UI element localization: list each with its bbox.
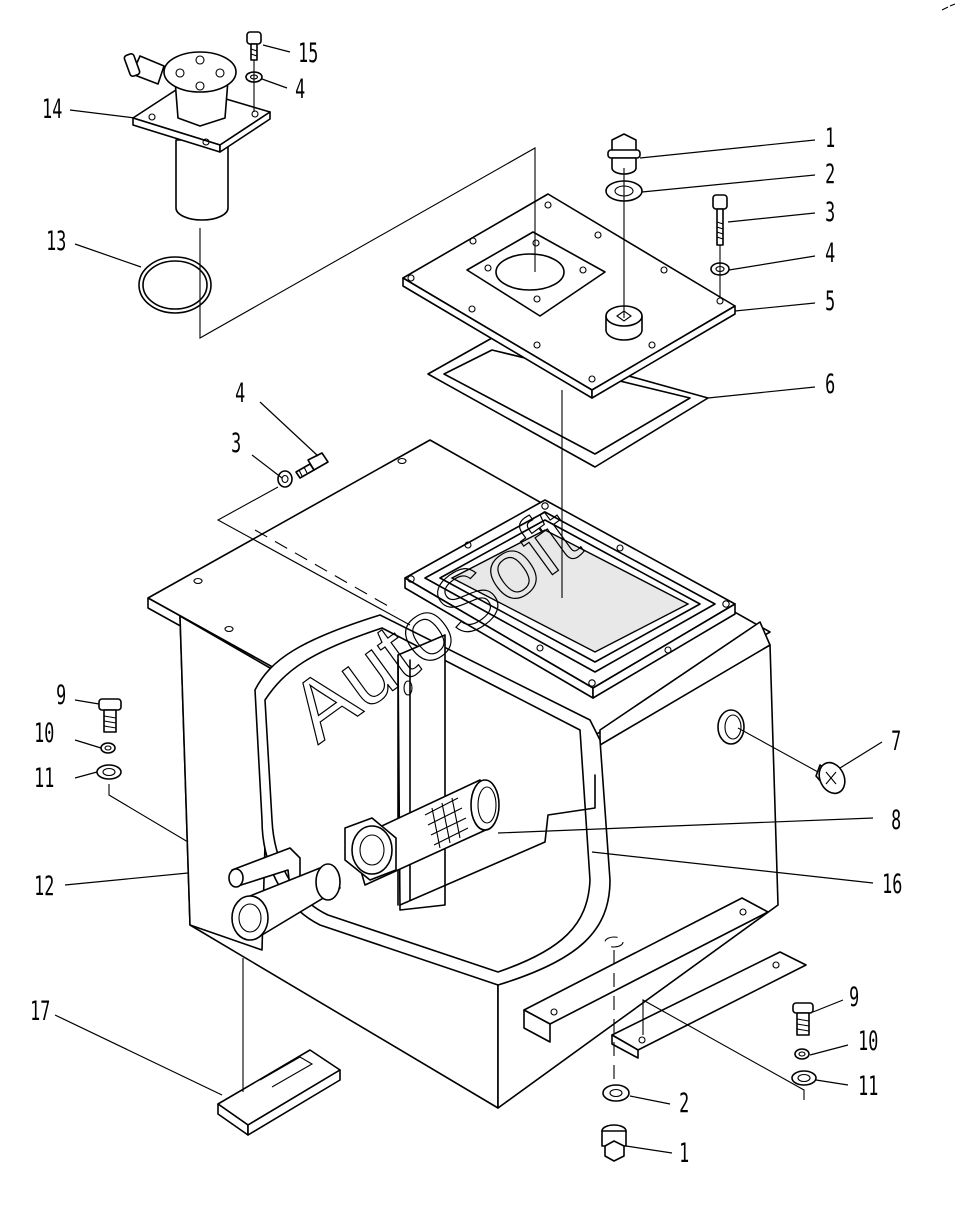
bolt-9-left xyxy=(98,698,122,733)
washer-2-bottom xyxy=(602,1084,630,1102)
washer-10-right xyxy=(794,1048,810,1060)
callout-7: 7 xyxy=(891,726,901,757)
bolt-4-left xyxy=(295,452,329,479)
corner-mark xyxy=(941,3,956,11)
callout-2-top: 2 xyxy=(825,159,835,190)
washer-3-left xyxy=(277,470,293,488)
pipes xyxy=(228,847,341,941)
o-ring-13 xyxy=(138,256,212,314)
washer-11-right xyxy=(791,1070,817,1086)
callout-6: 6 xyxy=(825,369,835,400)
bolt-9-right xyxy=(792,1002,814,1036)
callout-11-left: 11 xyxy=(34,763,54,794)
filter-assembly-14 xyxy=(123,51,271,221)
callout-13: 13 xyxy=(46,226,66,257)
bolt-15 xyxy=(246,31,262,61)
callout-3-top: 3 xyxy=(825,197,835,228)
callout-8: 8 xyxy=(891,805,901,836)
callout-4-left: 4 xyxy=(235,378,245,409)
callout-4-filter: 4 xyxy=(295,74,305,105)
leader-lines xyxy=(54,44,883,1154)
callout-11-right: 11 xyxy=(858,1071,878,1102)
callout-1-bottom: 1 xyxy=(679,1138,689,1169)
plug-7 xyxy=(815,761,846,795)
callout-3-left: 3 xyxy=(231,428,241,459)
callout-12: 12 xyxy=(34,871,54,902)
suction-strainer xyxy=(344,779,500,886)
callout-9-left: 9 xyxy=(56,680,66,711)
callout-9-right: 9 xyxy=(849,982,859,1013)
callout-15: 15 xyxy=(298,38,318,69)
washer-10-left xyxy=(100,742,116,754)
tank-body xyxy=(147,439,779,1109)
side-port xyxy=(717,709,745,745)
callout-17: 17 xyxy=(30,996,50,1027)
callout-10-left: 10 xyxy=(34,718,54,749)
spacer-plate-17 xyxy=(217,1049,341,1136)
callout-14: 14 xyxy=(42,94,62,125)
tank-top-opening-flange xyxy=(404,499,736,699)
callout-4-top: 4 xyxy=(825,238,835,269)
mount-bracket xyxy=(523,897,807,1059)
callout-10-right: 10 xyxy=(858,1026,878,1057)
callout-16: 16 xyxy=(882,869,902,900)
cover-plate-5 xyxy=(402,193,736,399)
bolt-3-top xyxy=(712,194,728,246)
plug-1-bottom xyxy=(601,1124,627,1162)
callout-numbers: 1 2 3 4 5 6 4 3 7 8 16 9 10 11 12 13 14 … xyxy=(30,38,902,1169)
callout-1-top: 1 xyxy=(825,123,835,154)
washer-11-left xyxy=(96,764,122,780)
plug-1-top xyxy=(607,133,641,175)
callout-5: 5 xyxy=(825,286,835,317)
callout-2-bottom: 2 xyxy=(679,1088,689,1119)
assembly-lines xyxy=(108,60,819,1100)
